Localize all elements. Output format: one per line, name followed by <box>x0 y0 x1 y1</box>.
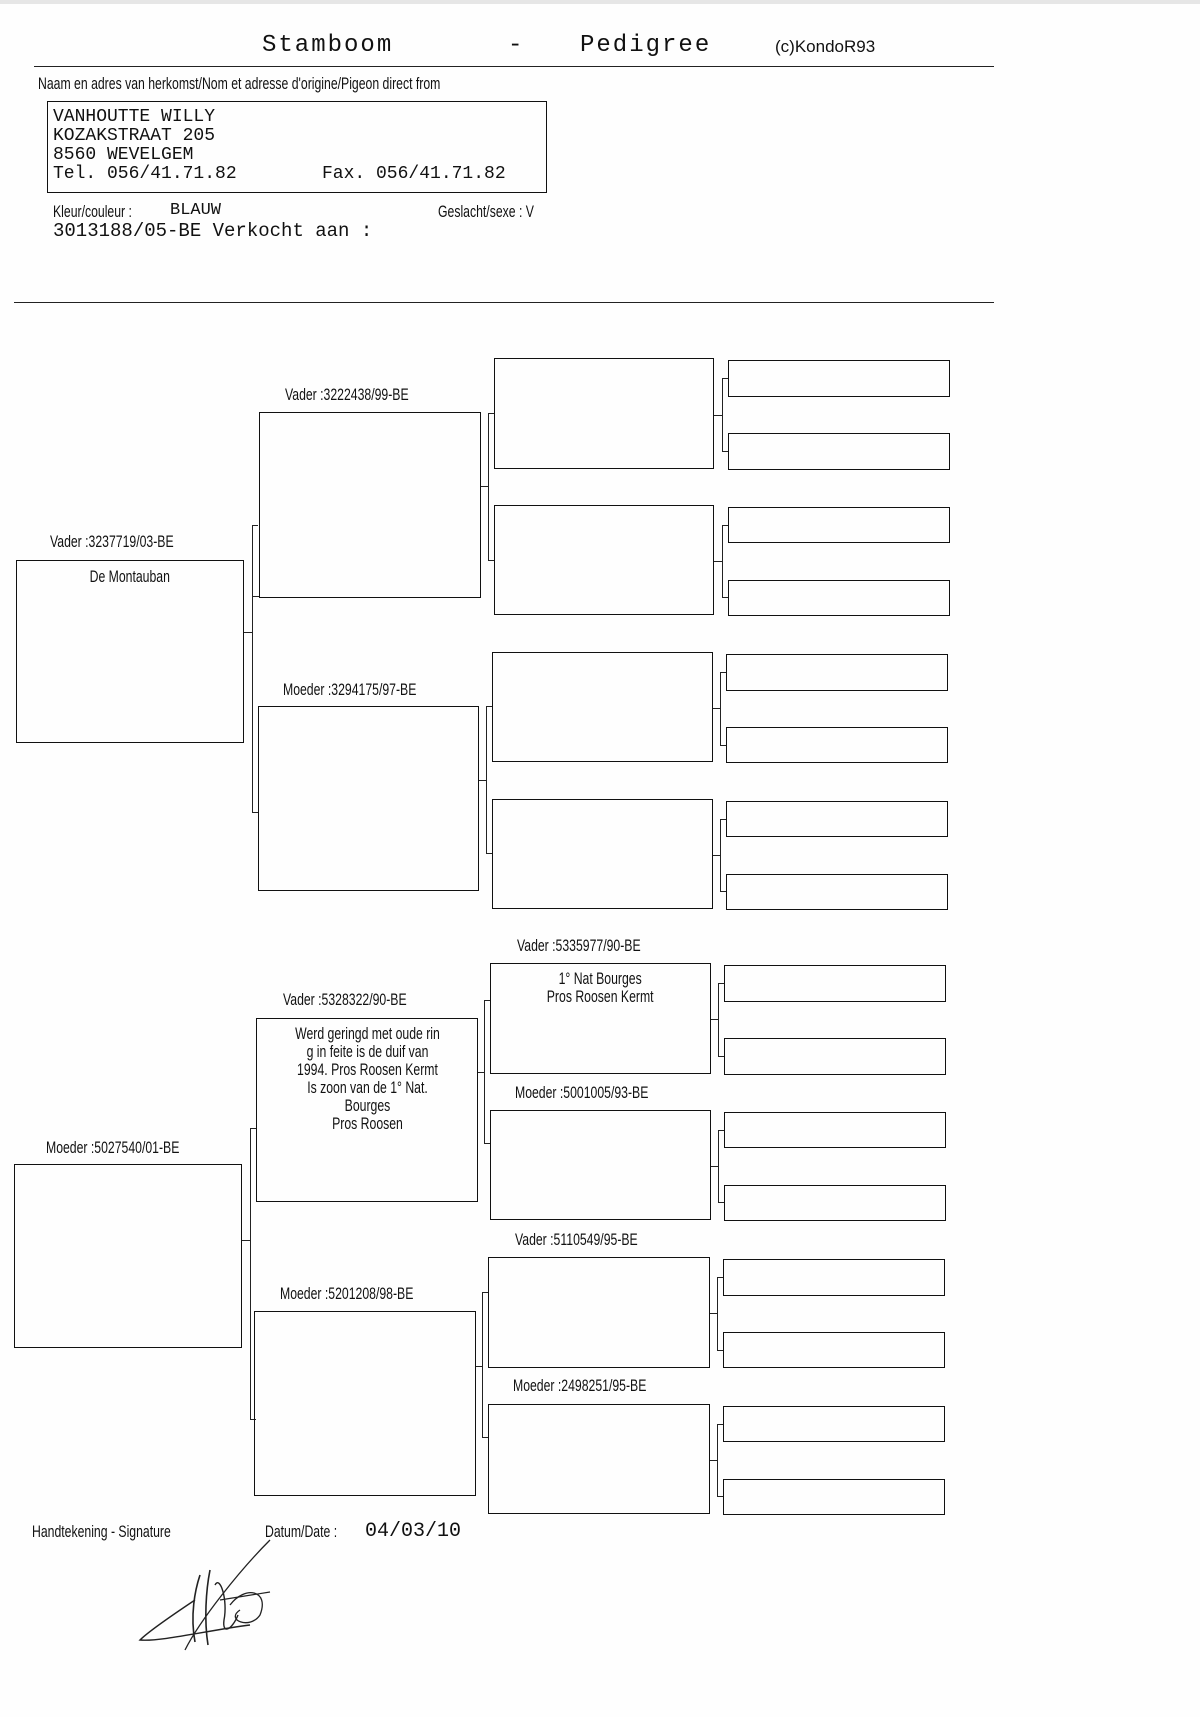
bracket-g3-2 <box>722 525 728 598</box>
g1-moeder-box <box>14 1164 242 1348</box>
g4-6-box <box>726 727 948 763</box>
g2-vv-box <box>259 412 481 598</box>
signature-mark <box>138 1539 271 1651</box>
tick-g2vm-mid <box>479 780 486 781</box>
bracket-g2-mv <box>484 1000 490 1144</box>
g4-13-box <box>723 1259 945 1296</box>
scan-edge <box>0 0 1200 4</box>
g4-10-box <box>724 1038 946 1075</box>
g2-mm-label: Moeder :5201208/98-BE <box>280 1284 414 1303</box>
g4-8-box <box>726 874 948 910</box>
bracket-g3-8 <box>717 1424 723 1497</box>
g1-vader-name: De Montauban <box>89 567 171 586</box>
g2-mv-box <box>256 1018 478 1202</box>
title-dash: - <box>508 32 523 59</box>
g3-mvm-label: Moeder :5001005/93-BE <box>515 1083 649 1102</box>
signature-label: Handtekening - Signature <box>32 1522 171 1541</box>
tick-g3-7 <box>710 1313 717 1314</box>
origin-tel: Tel. 056/41.71.82 <box>53 164 237 184</box>
g3-2-box <box>494 505 714 615</box>
bracket-g3-7 <box>717 1277 723 1351</box>
tick-g2mm-mid <box>476 1366 482 1367</box>
g2-mv-textwrap: Werd geringd met oude rin g in feite is … <box>256 1025 478 1134</box>
g4-3-box <box>728 507 950 543</box>
info-rule <box>14 302 994 303</box>
bracket-g3-4 <box>720 819 726 892</box>
tick-g1v-top <box>252 596 259 597</box>
g4-12-box <box>724 1185 946 1221</box>
g1-vader-label: Vader :3237719/03-BE <box>50 532 174 551</box>
bracket-g3-3 <box>720 672 726 746</box>
tick-g2vv-mid <box>481 486 488 487</box>
title-pedigree: Pedigree <box>580 32 712 59</box>
g3-5-textwrap: 1° Nat Bourges Pros Roosen Kermt <box>490 970 711 1007</box>
bracket-g2-vv <box>488 413 494 561</box>
ring-sold-to: 3013188/05-BE Verkocht aan : <box>53 220 373 242</box>
tick-g3-2 <box>714 561 722 562</box>
tick-g1m-mid <box>242 1240 250 1241</box>
bracket-g2-vm <box>486 706 492 854</box>
tick-g3-4 <box>713 855 720 856</box>
bracket-g2-mm <box>482 1292 488 1438</box>
header-rule <box>34 66 994 67</box>
bracket-g3-5 <box>718 983 724 1057</box>
g3-3-box <box>492 652 713 762</box>
g4-5-box <box>726 654 948 691</box>
credit-text: (c)KondoR93 <box>775 37 876 56</box>
g4-11-box <box>724 1112 946 1148</box>
g2-vv-label: Vader :3222438/99-BE <box>285 385 409 404</box>
bracket-g3-1 <box>722 378 728 452</box>
g3-6-box <box>490 1110 711 1220</box>
g3-mmv-label: Vader :5110549/95-BE <box>515 1230 638 1249</box>
g2-vm-box <box>258 706 479 891</box>
tick-g3-6 <box>711 1166 718 1167</box>
g4-1-box <box>728 360 950 397</box>
tick-g3-1 <box>714 415 722 416</box>
origin-address-box <box>47 101 547 193</box>
g3-mvv-label: Vader :5335977/90-BE <box>517 936 641 955</box>
date-label: Datum/Date : <box>265 1522 338 1541</box>
color-label: Kleur/couleur : <box>53 202 132 221</box>
g1-vader-box <box>16 560 244 743</box>
g2-mv-text: Werd geringd met oude rin g in feite is … <box>294 1024 440 1133</box>
g1-moeder-label: Moeder :5027540/01-BE <box>46 1138 180 1157</box>
sex-label: Geslacht/sexe : V <box>438 202 534 221</box>
color-value: BLAUW <box>170 201 222 220</box>
origin-label: Naam en adres van herkomst/Nom et adress… <box>38 74 441 93</box>
g3-5-box <box>490 963 711 1074</box>
tick-g3-8 <box>710 1460 717 1461</box>
g4-2-box <box>728 433 950 470</box>
origin-name: VANHOUTTE WILLY <box>53 107 216 127</box>
bracket-g1-moeder <box>250 1128 256 1420</box>
g4-4-box <box>728 580 950 616</box>
g3-mvv-text: 1° Nat Bourges Pros Roosen Kermt <box>547 969 654 1006</box>
date-value: 04/03/10 <box>365 1520 462 1543</box>
origin-fax: Fax. 056/41.71.82 <box>322 164 506 184</box>
tick-g1v-mid <box>244 632 252 633</box>
bracket-g3-6 <box>718 1130 724 1203</box>
g2-vm-label: Moeder :3294175/97-BE <box>283 680 417 699</box>
g3-7-box <box>488 1257 710 1368</box>
g3-8-box <box>488 1404 710 1514</box>
g2-mm-box <box>254 1311 476 1496</box>
origin-street: KOZAKSTRAAT 205 <box>53 126 216 146</box>
tick-g3-5 <box>711 1019 718 1020</box>
bracket-g1-vader <box>252 525 258 813</box>
title-stamboom: Stamboom <box>262 32 394 59</box>
g3-1-box <box>494 358 714 469</box>
g4-14-box <box>723 1332 945 1368</box>
g3-4-box <box>492 799 713 909</box>
tick-g2mv-mid <box>478 1072 484 1073</box>
g1-vader-text: De Montauban <box>16 568 244 587</box>
tick-g3-3 <box>713 708 720 709</box>
g4-16-box <box>723 1479 945 1515</box>
g2-mv-label: Vader :5328322/90-BE <box>283 990 407 1009</box>
g4-15-box <box>723 1406 945 1442</box>
origin-city: 8560 WEVELGEM <box>53 145 194 165</box>
g3-mmm-label: Moeder :2498251/95-BE <box>513 1376 647 1395</box>
g4-7-box <box>726 801 948 837</box>
g4-9-box <box>724 965 946 1002</box>
